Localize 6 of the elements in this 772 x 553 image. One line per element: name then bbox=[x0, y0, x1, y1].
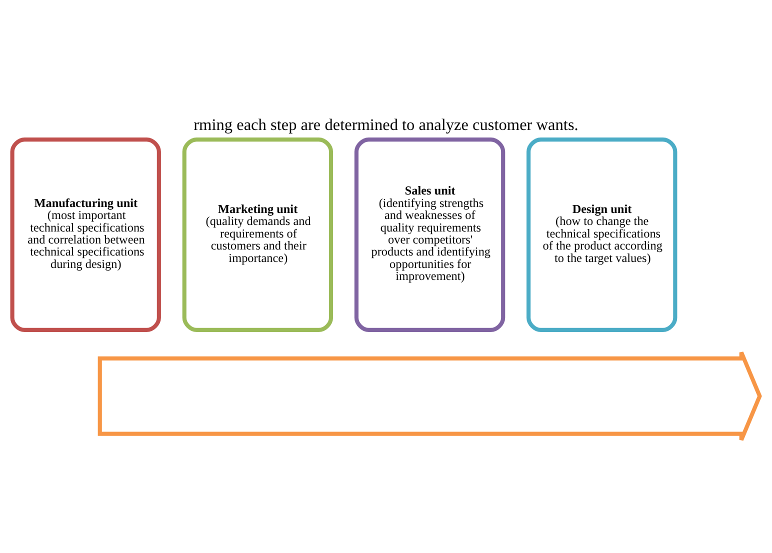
diagram-title: rming each step are determined to analyze customer wants. bbox=[194, 115, 578, 134]
node-box: Design unit (how to change the technical specifications of the product according to the target values) bbox=[526, 138, 678, 332]
node-box: Sales unit (identifying strengths and weaknesses of quality requirements over competitors' products and identifying opportunities for improvement) bbox=[354, 138, 506, 332]
node-box: Manufacturing unit (most important technical specifications and correlation between technical specifications during design) bbox=[10, 138, 161, 332]
node-box: Marketing unit (quality demands and requirements of customers and their importance) bbox=[182, 138, 334, 332]
node-arrow bbox=[98, 350, 762, 442]
